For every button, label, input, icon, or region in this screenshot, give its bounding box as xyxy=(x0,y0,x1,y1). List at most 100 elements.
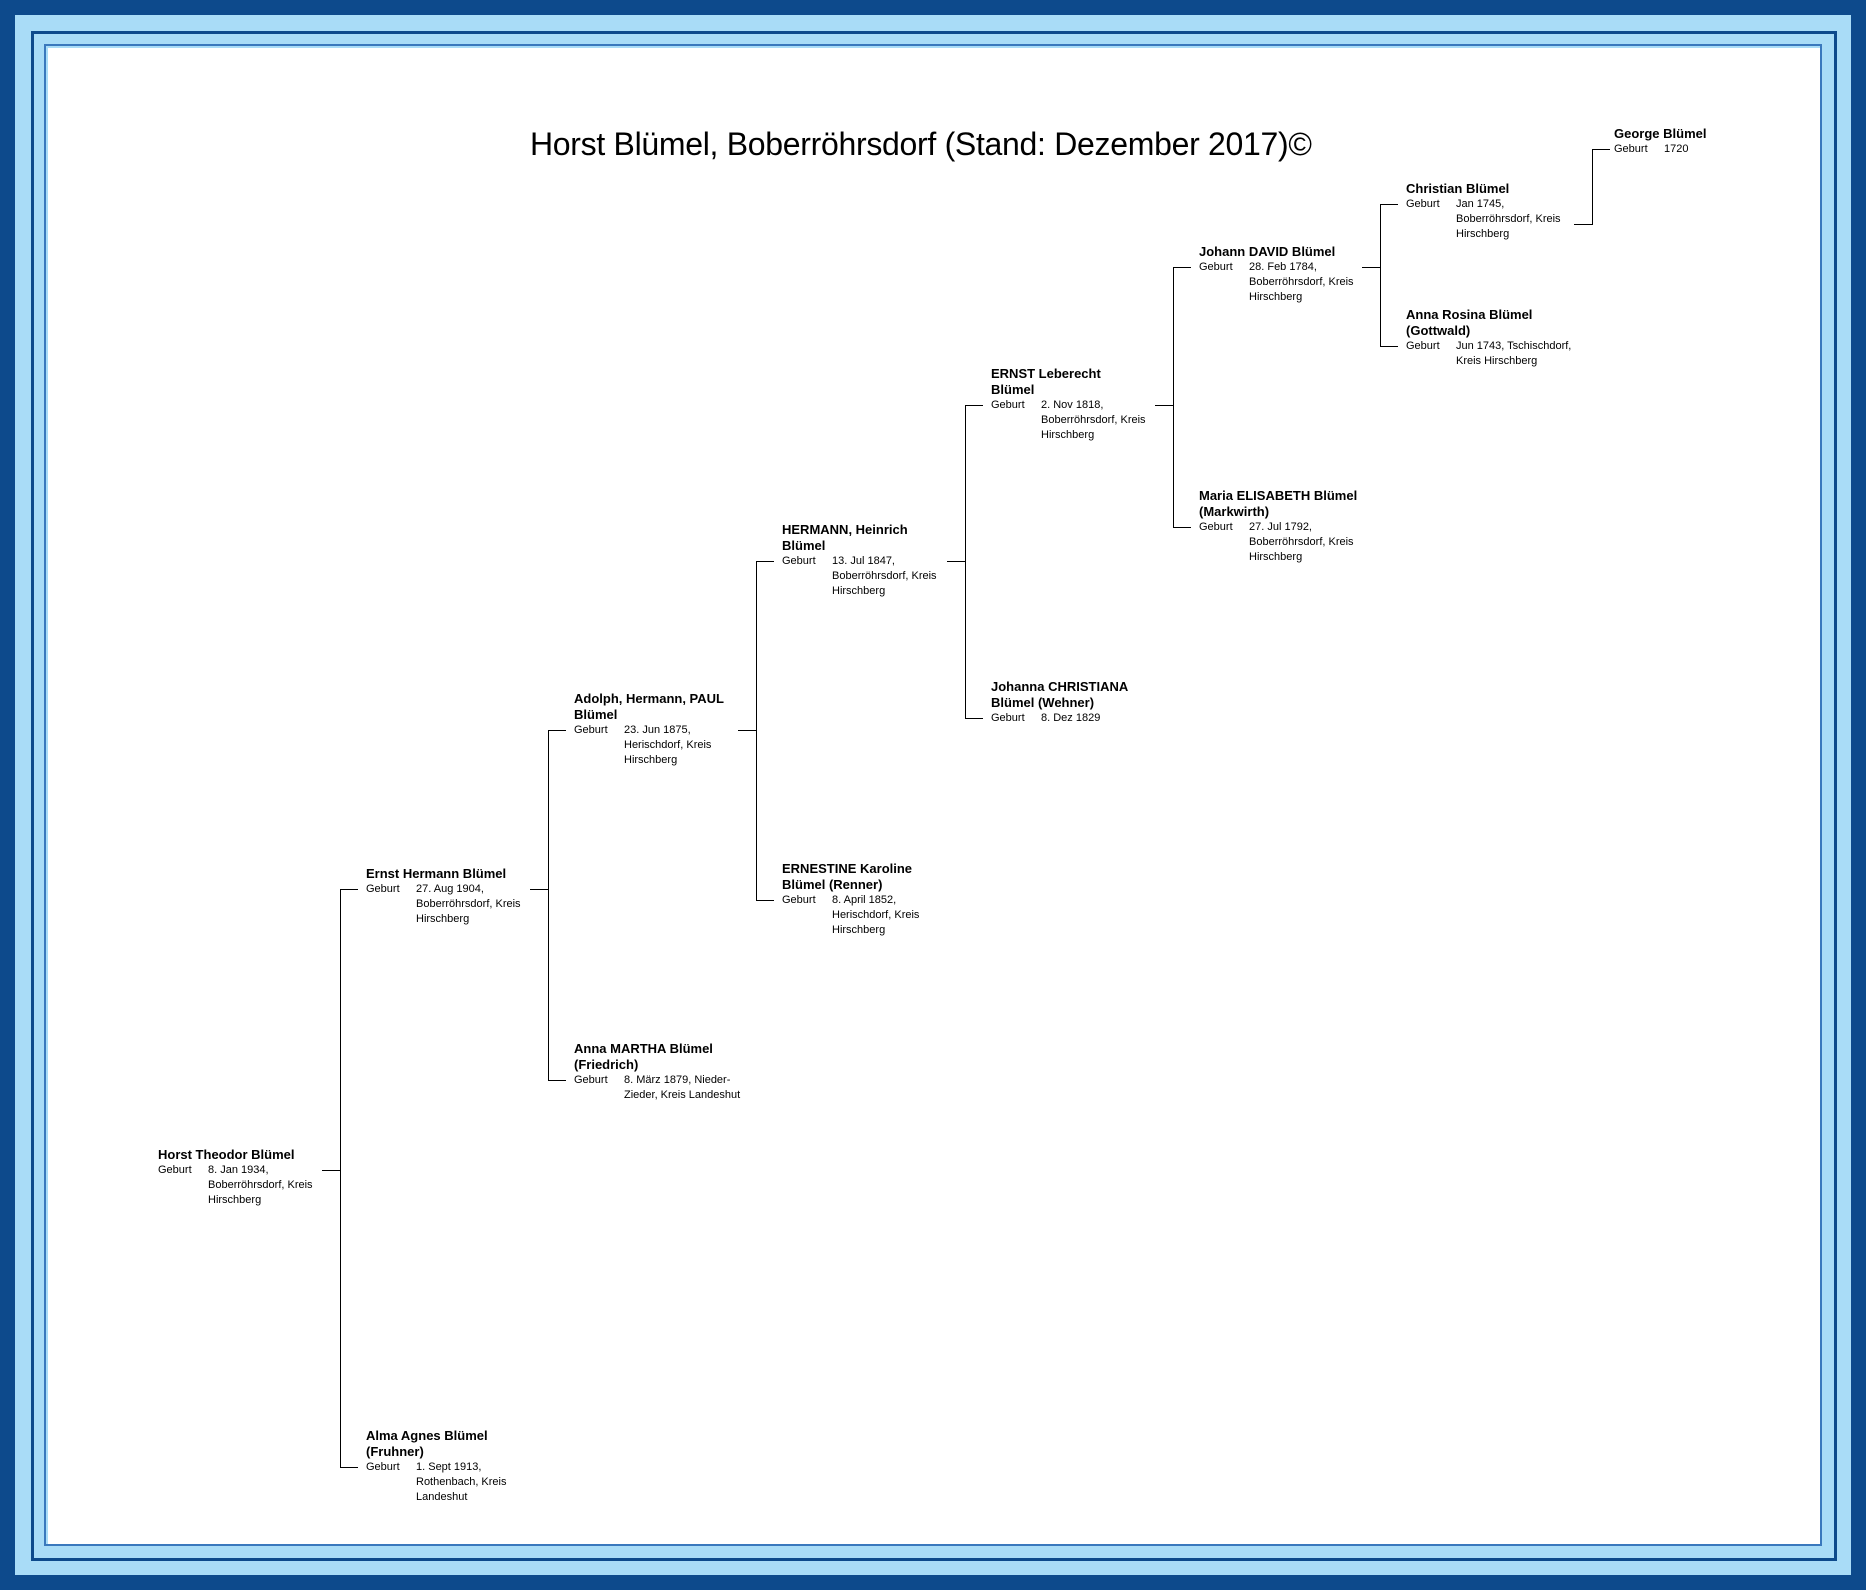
birth-value: 1720 xyxy=(1664,143,1689,155)
birth-line: Geburt 23. Jun 1875, Herischdorf, Kreis H… xyxy=(574,723,744,768)
person-name: Ernst Hermann Blümel xyxy=(366,866,507,881)
birth-line: Geburt 27. Aug 1904, Boberröhrsdorf, Krei… xyxy=(366,882,566,927)
birth-line: Geburt 8. März 1879, Nieder-Zieder, Kreis… xyxy=(574,1073,764,1103)
person-name: Johann DAVID Blümel xyxy=(1199,244,1336,259)
birth-value: 27. Jul 1792, Boberröhrsdorf, Kreis Hirs… xyxy=(1249,521,1354,563)
connector-mother xyxy=(965,718,983,719)
connector-vertical xyxy=(340,889,341,1468)
connector-father xyxy=(1173,267,1191,268)
birth-value: 1. Sept 1913, Rothenbach, Kreis Landeshu… xyxy=(416,1461,507,1503)
birth-value: 23. Jun 1875, Herischdorf, Kreis Hirschb… xyxy=(624,724,712,766)
birth-label: Geburt xyxy=(782,894,816,906)
person-name: HERMANN, Heinrich Blümel xyxy=(782,522,908,553)
birth-value: 8. Jan 1934, Boberröhrsdorf, Kreis Hirsc… xyxy=(208,1164,313,1206)
birth-label: Geburt xyxy=(366,1461,400,1473)
connector-father xyxy=(965,405,983,406)
connector-child xyxy=(738,730,756,731)
person-name: Anna MARTHA Blümel (Friedrich) xyxy=(574,1041,713,1072)
birth-value: 2. Nov 1818, Boberröhrsdorf, Kreis Hirsc… xyxy=(1041,399,1146,441)
birth-label: Geburt xyxy=(158,1164,192,1176)
connector-vertical xyxy=(965,405,966,719)
frame-line-outer xyxy=(31,31,1837,1561)
birth-line: Geburt 2. Nov 1818, Boberröhrsdorf, Kreis… xyxy=(991,398,1161,443)
birth-value: 27. Aug 1904, Boberröhrsdorf, Kreis Hirs… xyxy=(416,883,521,925)
person-name: Johanna CHRISTIANA Blümel (Wehner) xyxy=(991,679,1128,710)
connector-vertical xyxy=(756,561,757,901)
person-p7: ERNESTINE Karoline Blümel (Renner)Geburt… xyxy=(782,861,972,938)
birth-label: Geburt xyxy=(782,555,816,567)
person-name: Alma Agnes Blümel (Fruhner) xyxy=(366,1428,488,1459)
person-name: ERNESTINE Karoline Blümel (Renner) xyxy=(782,861,913,892)
birth-label: Geburt xyxy=(1199,521,1233,533)
birth-label: Geburt xyxy=(1406,198,1440,210)
person-name: Christian Blümel xyxy=(1406,181,1510,196)
connector-vertical xyxy=(1380,204,1381,347)
connector-mother xyxy=(756,900,774,901)
person-name: Horst Theodor Blümel xyxy=(158,1147,295,1162)
connector-child xyxy=(1362,267,1380,268)
birth-line: Geburt 27. Jul 1792, Boberröhrsdorf, Krei… xyxy=(1199,520,1379,565)
connector-child xyxy=(1155,405,1173,406)
person-p3: Alma Agnes Blümel (Fruhner) Geburt 1. Sept… xyxy=(366,1428,546,1505)
birth-value: 8. März 1879, Nieder-Zieder, Kreis Lande… xyxy=(624,1074,741,1101)
birth-line: Geburt Jun 1743, Tschischdorf, Kreis Hirs… xyxy=(1406,339,1596,369)
birth-label: Geburt xyxy=(574,1074,608,1086)
connector-vertical xyxy=(1173,267,1174,528)
birth-line: Geburt Jan 1745, Boberröhrsdorf, Kreis Hi… xyxy=(1406,197,1596,242)
person-name: ERNST Leberecht Blümel xyxy=(991,366,1101,397)
birth-label: Geburt xyxy=(574,724,608,736)
connector-child xyxy=(322,1170,340,1171)
person-name: Anna Rosina Blümel (Gottwald) xyxy=(1406,307,1533,338)
birth-label: Geburt xyxy=(1199,261,1233,273)
connector-father xyxy=(1592,149,1610,150)
birth-label: Geburt xyxy=(366,883,400,895)
birth-value: 8. Dez 1829 xyxy=(1041,712,1101,724)
birth-label: Geburt xyxy=(1406,340,1440,352)
connector-father xyxy=(1380,204,1398,205)
chart-paper xyxy=(48,48,1820,1544)
person-p13: Anna Rosina Blümel (Gottwald) Geburt Jun 1… xyxy=(1406,307,1596,369)
connector-father xyxy=(340,889,358,890)
person-p9: Johanna CHRISTIANA Blümel (Wehner)Geburt… xyxy=(991,679,1181,726)
connector-father xyxy=(548,730,566,731)
birth-value: 13. Jul 1847, Boberröhrsdorf, Kreis Hirs… xyxy=(832,555,937,597)
person-p5: Anna MARTHA Blümel (Friedrich) Geburt 8. M… xyxy=(574,1041,764,1103)
birth-value: Jun 1743, Tschischdorf, Kreis Hirschberg xyxy=(1456,340,1572,367)
birth-label: Geburt xyxy=(991,712,1025,724)
birth-value: 8. April 1852, Herischdorf, Kreis Hirsch… xyxy=(832,894,920,936)
person-name: George Blümel xyxy=(1614,126,1707,141)
connector-father xyxy=(756,561,774,562)
birth-value: 28. Feb 1784, Boberröhrsdorf, Kreis Hirs… xyxy=(1249,261,1354,303)
connector-mother xyxy=(1173,527,1191,528)
birth-line: Geburt 8. Dez 1829 xyxy=(991,711,1181,726)
person-name: Adolph, Hermann, PAUL Blümel xyxy=(574,691,724,722)
connector-child xyxy=(1574,224,1592,225)
birth-label: Geburt xyxy=(1614,143,1648,155)
birth-line: Geburt 1. Sept 1913, Rothenbach, Kreis La… xyxy=(366,1460,546,1505)
birth-line: Geburt 13. Jul 1847, Boberröhrsdorf, Krei… xyxy=(782,554,952,599)
person-name: Maria ELISABETH Blümel (Markwirth) xyxy=(1199,488,1358,519)
birth-line: Geburt 1720 xyxy=(1614,142,1774,157)
connector-vertical xyxy=(548,730,549,1081)
birth-line: Geburt 8. April 1852, Herischdorf, Kreis … xyxy=(782,893,972,938)
connector-vertical xyxy=(1592,149,1593,225)
birth-line: Geburt 8. Jan 1934, Boberröhrsdorf, Kreis… xyxy=(158,1163,338,1208)
connector-child xyxy=(530,889,548,890)
birth-value: Jan 1745, Boberröhrsdorf, Kreis Hirschbe… xyxy=(1456,198,1561,240)
birth-label: Geburt xyxy=(991,399,1025,411)
connector-mother xyxy=(340,1467,358,1468)
person-p11: Maria ELISABETH Blümel (Markwirth)Geburt… xyxy=(1199,488,1379,565)
connector-mother xyxy=(1380,346,1398,347)
birth-line: Geburt 28. Feb 1784, Boberröhrsdorf, Krei… xyxy=(1199,260,1399,305)
connector-mother xyxy=(548,1080,566,1081)
connector-child xyxy=(947,561,965,562)
chart-title: Horst Blümel, Boberröhrsdorf (Stand: Dez… xyxy=(530,126,1312,162)
